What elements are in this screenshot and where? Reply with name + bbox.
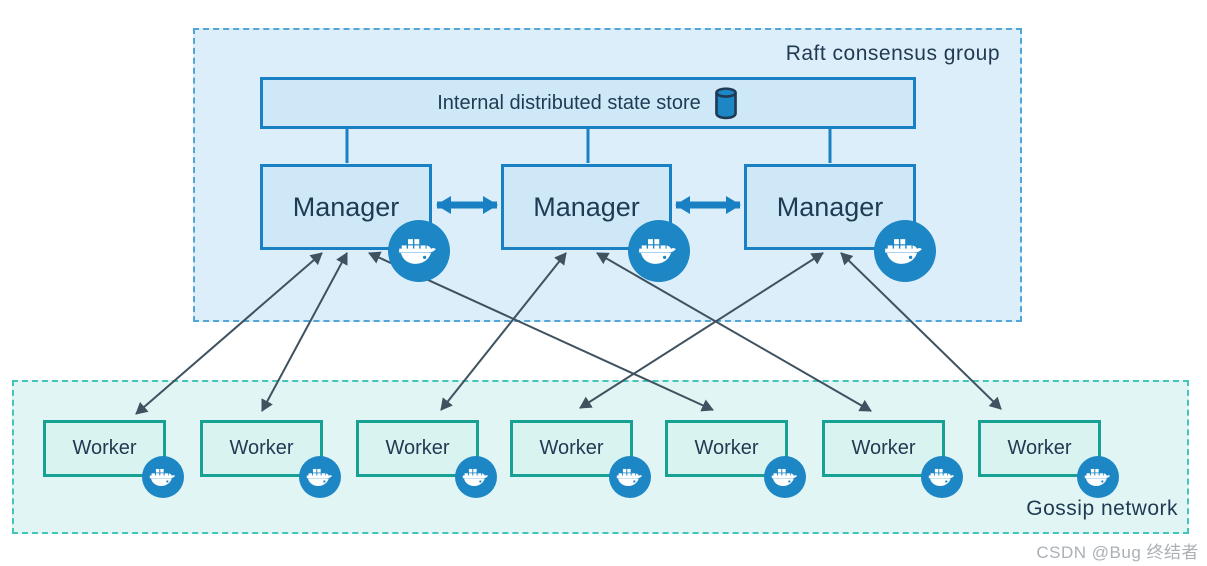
docker-whale-glyph	[306, 468, 332, 486]
docker-whale-glyph	[771, 468, 797, 486]
worker-5-box: Worker	[665, 420, 788, 477]
state-store-box: Internal distributed state store	[260, 77, 916, 129]
docker-whale-glyph	[149, 468, 175, 486]
worker-7-box: Worker	[978, 420, 1101, 477]
worker-1-label: Worker	[72, 437, 137, 459]
docker-whale-icon	[142, 456, 184, 498]
docker-whale-icon	[921, 456, 963, 498]
worker-2-label: Worker	[229, 437, 294, 459]
docker-whale-icon	[388, 220, 450, 282]
state-store-label: Internal distributed state store	[437, 91, 701, 114]
worker-5-label: Worker	[694, 437, 759, 459]
raft-group-label: Raft consensus group	[785, 42, 1000, 65]
worker-6-box: Worker	[822, 420, 945, 477]
worker-6-label: Worker	[851, 437, 916, 459]
manager-3-label: Manager	[776, 191, 884, 222]
worker-7-label: Worker	[1007, 437, 1072, 459]
database-icon	[714, 87, 737, 120]
docker-whale-glyph	[885, 238, 922, 264]
docker-whale-glyph	[462, 468, 488, 486]
docker-whale-icon	[299, 456, 341, 498]
docker-whale-glyph	[616, 468, 642, 486]
docker-whale-icon	[874, 220, 936, 282]
docker-whale-glyph	[399, 238, 436, 264]
docker-whale-icon	[1077, 456, 1119, 498]
docker-whale-icon	[609, 456, 651, 498]
gossip-network-label: Gossip network	[1026, 497, 1178, 520]
docker-whale-glyph	[639, 238, 676, 264]
manager-2-label: Manager	[533, 191, 640, 222]
docker-whale-icon	[455, 456, 497, 498]
watermark-text: CSDN @Bug 终结者	[1036, 543, 1199, 562]
docker-whale-icon	[764, 456, 806, 498]
docker-whale-glyph	[928, 468, 954, 486]
docker-whale-icon	[628, 220, 690, 282]
manager-1-label: Manager	[292, 191, 400, 222]
docker-whale-glyph	[1084, 468, 1110, 486]
worker-4-label: Worker	[539, 437, 604, 459]
worker-3-label: Worker	[385, 437, 450, 459]
